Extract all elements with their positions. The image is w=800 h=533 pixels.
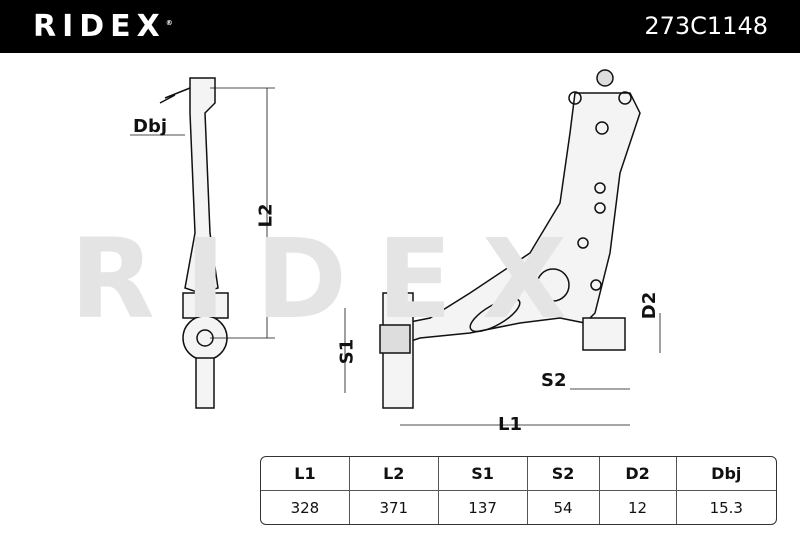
table-row: 328 371 137 54 12 15.3 xyxy=(261,491,776,524)
table-header: L2 xyxy=(349,457,439,491)
table-header: S2 xyxy=(527,457,600,491)
dim-label-l2: L2 xyxy=(255,203,277,228)
table-header: L1 xyxy=(261,457,350,491)
brand-name: RIDEX xyxy=(33,9,166,44)
dim-label-d2: D2 xyxy=(639,291,661,320)
side-view xyxy=(130,77,275,409)
dim-label-s1: S1 xyxy=(336,338,358,365)
table-header-row: L1 L2 S1 S2 D2 Dbj xyxy=(261,457,776,491)
header-bar: RIDEX® 273C1148 xyxy=(0,0,800,53)
table-cell: 371 xyxy=(350,491,439,524)
control-arm-drawing xyxy=(130,69,661,426)
dim-label-dbj: Dbj xyxy=(133,116,167,137)
table-header: D2 xyxy=(599,457,677,491)
table-header: Dbj xyxy=(676,457,776,491)
spec-table: L1 L2 S1 S2 D2 Dbj 328 371 137 54 12 15.… xyxy=(260,456,777,525)
table-cell: 328 xyxy=(261,491,350,524)
table-cell: 12 xyxy=(600,491,677,524)
table-cell: 54 xyxy=(528,491,600,524)
table-header: S1 xyxy=(438,457,528,491)
part-number: 273C1148 xyxy=(644,12,768,40)
table-cell: 137 xyxy=(439,491,528,524)
dim-label-l1: L1 xyxy=(498,414,522,435)
top-view xyxy=(344,69,661,426)
brand-logo: RIDEX® xyxy=(33,9,173,44)
table-cell: 15.3 xyxy=(709,498,743,517)
dim-label-s2: S2 xyxy=(541,370,567,391)
